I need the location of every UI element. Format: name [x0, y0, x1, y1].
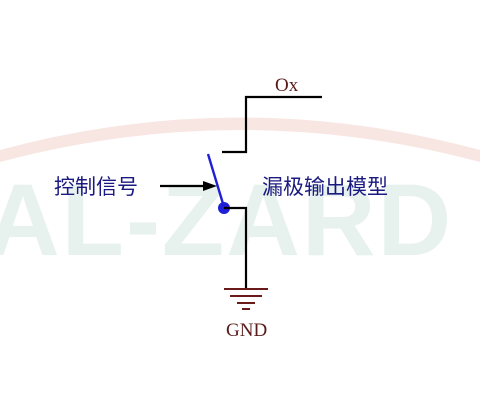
- model-label: 漏极输出模型: [262, 175, 388, 199]
- ground-label: GND: [226, 320, 267, 341]
- watermark-text: AL-ZARD: [0, 163, 453, 277]
- ground-icon: [224, 288, 268, 310]
- output-label: Ox: [275, 75, 299, 96]
- control-signal-label: 控制信号: [54, 175, 138, 199]
- switch-blade: [206, 153, 226, 208]
- output-wire: [222, 95, 322, 154]
- watermark-arc: [0, 117, 480, 162]
- control-arrow-head: [203, 181, 217, 191]
- lower-wire: [224, 206, 248, 288]
